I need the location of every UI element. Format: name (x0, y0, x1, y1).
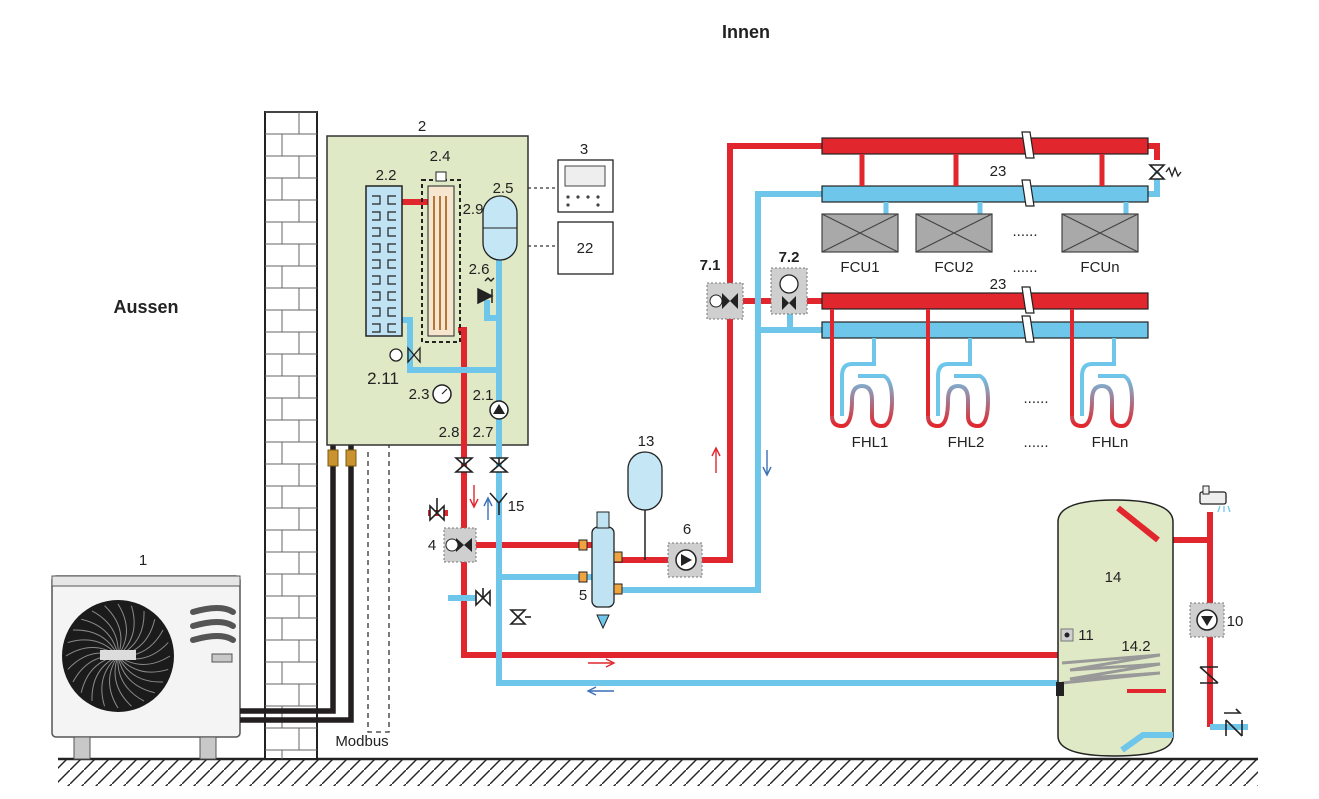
pump-icon (1189, 602, 1225, 638)
label-7-2: 7.2 (779, 249, 800, 266)
ellipsis: ...... (1012, 259, 1037, 276)
label-2-11: 2.11 (367, 369, 399, 388)
underfloor-loop-icon: FHL1 (830, 309, 895, 451)
label-2-6: 2.6 (469, 261, 490, 278)
label-15: 15 (508, 498, 525, 515)
label-10: 10 (1227, 613, 1244, 630)
label-13: 13 (638, 433, 655, 450)
underfloor-loop-icon: FHL2 (926, 309, 991, 451)
label-2-3: 2.3 (409, 386, 430, 403)
heading-outside: Aussen (113, 297, 178, 317)
label-5: 5 (579, 587, 587, 604)
tap-icon (1199, 485, 1231, 513)
label-1: 1 (139, 552, 147, 569)
brick-wall (264, 111, 318, 760)
pressure-relief-valve-icon (477, 276, 495, 305)
label-4: 4 (428, 537, 436, 554)
ellipsis: ...... (1023, 390, 1048, 407)
label-22: 22 (577, 240, 594, 257)
strainer-icon (489, 492, 508, 515)
label-11: 11 (1078, 627, 1094, 644)
flow-arrows (469, 446, 772, 696)
label-23a: 23 (990, 163, 1007, 180)
fhl-label: FHLn (1092, 434, 1129, 451)
fcu-label: FCUn (1080, 259, 1119, 276)
manometer-icon (432, 384, 452, 404)
backup-heater-icon (421, 171, 461, 343)
hydraulic-separator-icon (578, 511, 623, 630)
modbus-label: Modbus (335, 733, 388, 750)
label-2: 2 (418, 118, 426, 135)
fan-coil-units: FCU1 FCU2............ FCUn (821, 154, 1139, 276)
label-2-4: 2.4 (430, 148, 451, 165)
label-14: 14 (1105, 569, 1122, 586)
fan-coil-icon: FCU2 (915, 154, 993, 276)
outdoor-unit-icon (51, 575, 241, 760)
three-way-motor-valve-icon (706, 282, 744, 320)
fan-coil-icon: FCUn (1061, 154, 1139, 276)
pump-icon (489, 400, 509, 420)
label-2-7: 2.7 (473, 424, 494, 441)
manifolds (821, 137, 1149, 339)
controller-icon (557, 159, 614, 213)
underfloor-loop-icon: FHLn (1070, 309, 1135, 451)
plate-heat-exchanger-icon (365, 185, 403, 337)
ellipsis: ...... (1012, 223, 1037, 240)
ellipsis: ...... (1023, 434, 1048, 451)
expansion-vessel-icon (627, 451, 663, 560)
label-2-5: 2.5 (493, 180, 514, 197)
label-2-8: 2.8 (439, 424, 460, 441)
label-2-1: 2.1 (473, 387, 494, 404)
label-14-2: 14.2 (1121, 638, 1150, 655)
motor-valve-icon (770, 267, 808, 315)
fhl-label: FHL1 (852, 434, 889, 451)
label-2-2: 2.2 (376, 167, 397, 184)
modbus-line (367, 445, 390, 733)
label-6: 6 (683, 521, 691, 538)
box-22 (557, 221, 614, 275)
hot-water-tank-icon (1056, 499, 1174, 757)
fcu-label: FCU1 (840, 259, 879, 276)
ground (58, 757, 1258, 786)
heading-inside: Innen (722, 22, 770, 42)
label-7-1: 7.1 (700, 257, 721, 274)
fcu-label: FCU2 (934, 259, 973, 276)
flow-sensor-icon (389, 346, 421, 364)
pump-icon (667, 542, 703, 578)
ball-valve-icon (429, 164, 1166, 625)
label-23b: 23 (990, 276, 1007, 293)
floor-heating-loops: FHL1 FHL2............ FHLn (830, 309, 1135, 451)
expansion-vessel-icon (482, 195, 518, 261)
check-valve-icon (1199, 666, 1243, 737)
fhl-label: FHL2 (948, 434, 985, 451)
fan-coil-icon: FCU1 (821, 154, 899, 276)
three-way-motor-valve-icon (443, 527, 477, 563)
label-3: 3 (580, 141, 588, 158)
label-2-9: 2.9 (463, 201, 484, 218)
